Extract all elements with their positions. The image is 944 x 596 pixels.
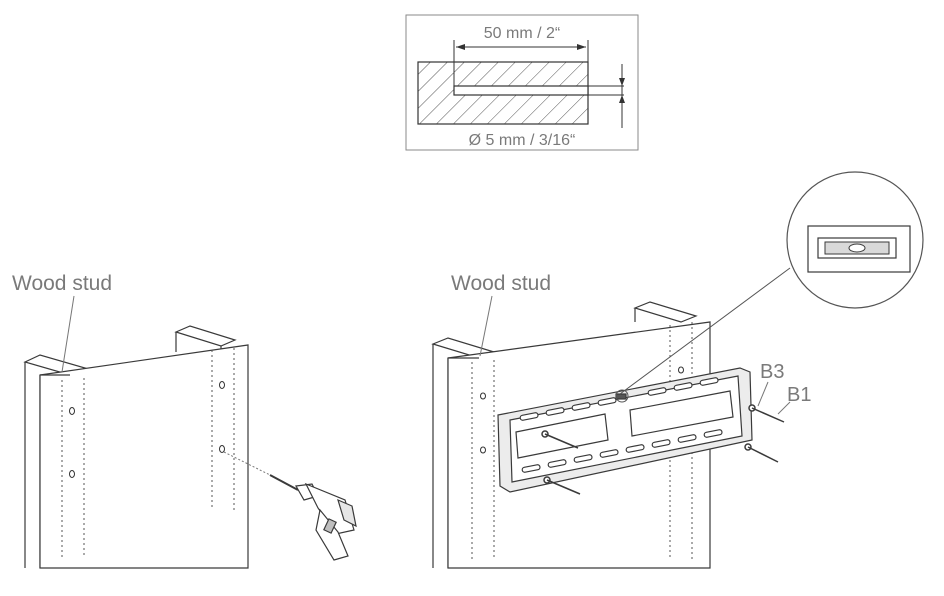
diameter-label: Ø 5 mm / 3/16“ <box>469 132 576 149</box>
right-stud-label: Wood stud <box>451 272 551 295</box>
drill-hole <box>69 407 75 415</box>
lag-screws <box>541 404 785 495</box>
right-stud-back <box>633 301 698 323</box>
level-bubble-icon <box>848 243 866 253</box>
width-label: 50 mm / 2“ <box>484 25 560 42</box>
drill-hole <box>69 470 75 478</box>
drill-hole <box>219 445 225 453</box>
drill-detail: 50 mm / 2“ Ø 5 mm / 3/16“ <box>405 14 639 151</box>
left-panel: Wood stud <box>12 272 357 569</box>
wall-bracket <box>497 367 753 493</box>
drilled-hole <box>453 85 589 96</box>
drill-hole <box>219 381 225 389</box>
left-stud-leader <box>61 295 75 373</box>
left-stud-label: Wood stud <box>12 272 112 295</box>
part-label-b1: B1 <box>787 384 811 406</box>
power-drill-icon <box>269 474 357 561</box>
bracket-level <box>615 393 627 400</box>
level-magnifier <box>786 171 924 309</box>
right-stud-leader <box>479 295 493 357</box>
right-panel: Wood stud B3 B1 <box>431 171 924 569</box>
left-wall-panel <box>39 344 249 569</box>
part-label-b3: B3 <box>760 361 784 383</box>
